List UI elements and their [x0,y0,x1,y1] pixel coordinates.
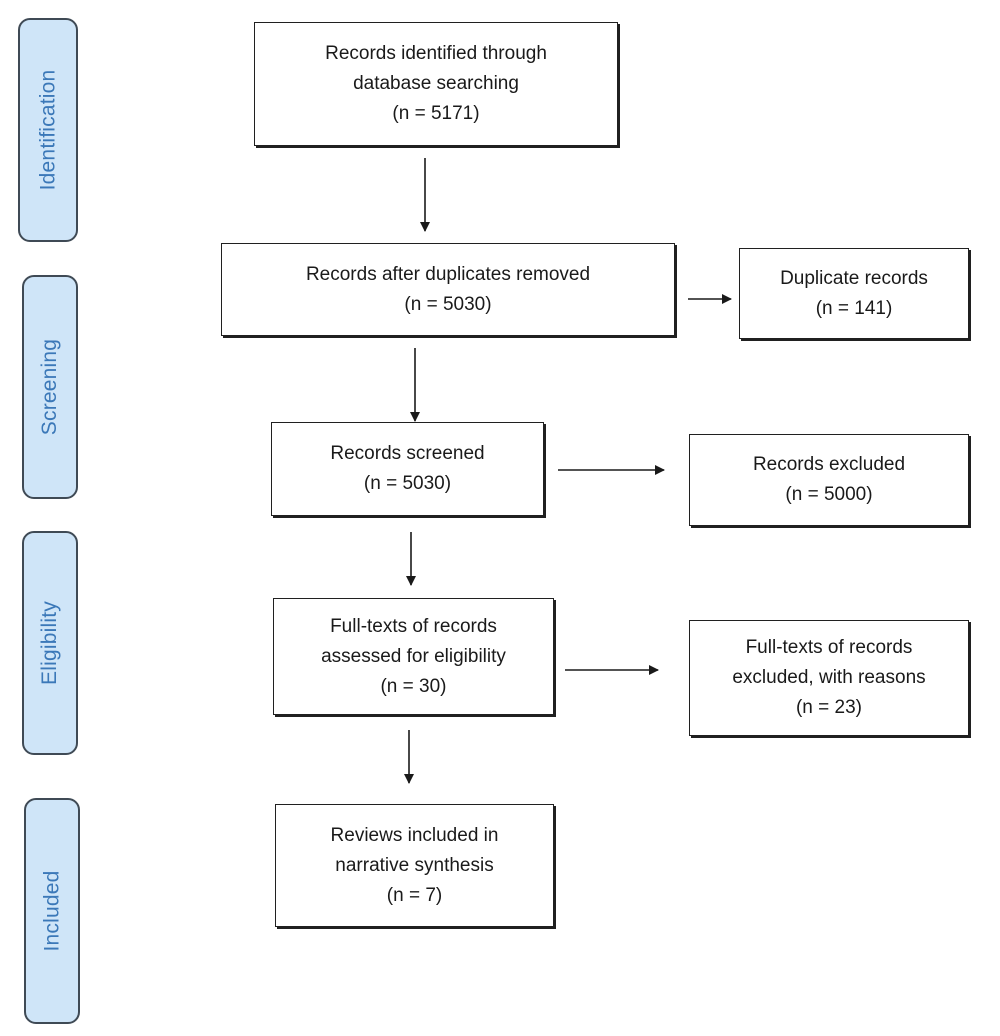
records-identified-line1: Records identified through [325,43,547,64]
stage-identification: Identification [18,18,78,242]
stage-screening: Screening [22,275,78,499]
duplicate-records-count: (n = 141) [815,297,893,319]
records-screened-box: Records screened (n = 5030) [271,422,544,516]
records-after-duplicates-line1: Records after duplicates removed [305,263,591,285]
fulltext-assessed-box: Full-texts of records assessed for eligi… [273,598,554,715]
duplicate-records-box: Duplicate records (n = 141) [739,248,969,339]
fulltext-assessed-count: (n = 30) [380,675,447,697]
stage-included-label: Included [40,870,63,952]
reviews-included-box: Reviews included in narrative synthesis … [275,804,554,927]
reviews-included-line2: narrative synthesis [335,854,494,876]
stage-eligibility: Eligibility [22,531,78,755]
records-identified-count: (n = 5171) [392,103,480,124]
records-after-duplicates-box: Records after duplicates removed (n = 50… [221,243,675,336]
records-screened-line1: Records screened [330,443,485,464]
duplicate-records-line1: Duplicate records [780,267,928,289]
fulltext-excluded-line1: Full-texts of records [745,637,913,658]
fulltext-excluded-box: Full-texts of records excluded, with rea… [689,620,969,736]
records-excluded-box: Records excluded (n = 5000) [689,434,969,526]
stage-screening-label: Screening [38,338,61,436]
records-excluded-count: (n = 5000) [785,484,873,505]
records-after-duplicates-count: (n = 5030) [404,293,492,315]
reviews-included-line1: Reviews included in [330,824,499,846]
records-identified-box: Records identified through database sear… [254,22,618,146]
records-identified-line2: database searching [353,73,519,94]
fulltext-assessed-line2: assessed for eligibility [321,645,506,667]
stage-identification-label: Identification [36,69,59,191]
records-excluded-line1: Records excluded [752,454,906,475]
stage-eligibility-label: Eligibility [38,601,61,685]
reviews-included-count: (n = 7) [386,884,443,906]
fulltext-excluded-count: (n = 23) [795,697,862,718]
stage-included: Included [24,798,80,1024]
records-screened-count: (n = 5030) [363,473,452,494]
fulltext-assessed-line1: Full-texts of records [330,615,497,637]
fulltext-excluded-line2: excluded, with reasons [732,667,926,688]
